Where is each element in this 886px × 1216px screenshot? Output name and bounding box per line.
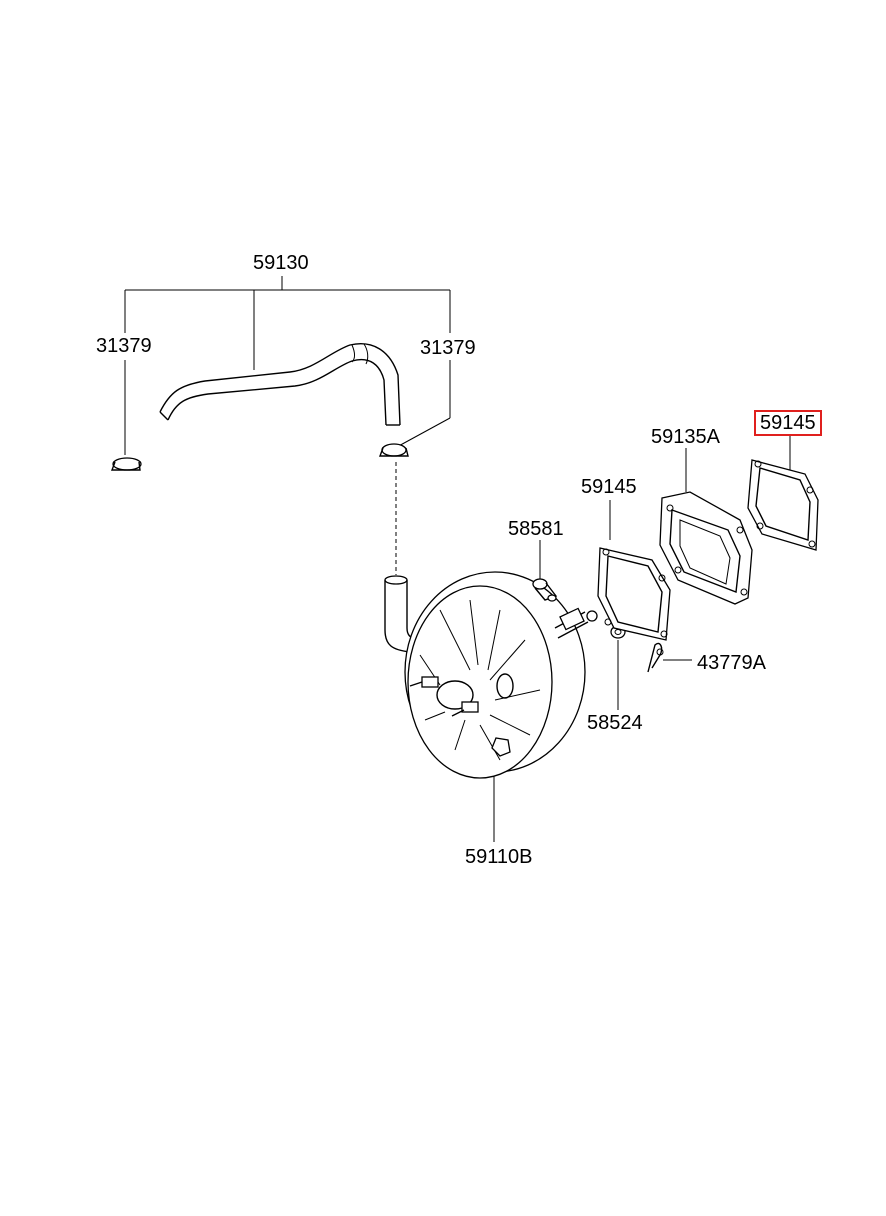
part-label-31379-left[interactable]: 31379: [96, 335, 152, 357]
part-label-59145-top-highlighted[interactable]: 59145: [754, 410, 822, 436]
part-label-58581[interactable]: 58581: [508, 518, 564, 540]
part-label-43779a[interactable]: 43779A: [697, 652, 766, 674]
snap-pin: [647, 642, 664, 673]
hose-clamp-left: [110, 457, 142, 471]
gasket-middle: [597, 547, 671, 641]
brake-booster: [404, 571, 598, 779]
leader-lines: [124, 276, 791, 842]
clevis-pin: [532, 578, 558, 602]
part-label-59130[interactable]: 59130: [253, 252, 309, 274]
part-label-58524[interactable]: 58524: [587, 712, 643, 734]
part-label-59135a[interactable]: 59135A: [651, 426, 720, 448]
hose-clamp-right: [378, 443, 409, 457]
part-label-31379-right[interactable]: 31379: [420, 337, 476, 359]
spacer: [659, 491, 753, 605]
part-label-59145-middle[interactable]: 59145: [581, 476, 637, 498]
part-label-59110b[interactable]: 59110B: [465, 846, 533, 868]
gasket-top: [747, 459, 819, 551]
vacuum-hose: [159, 343, 401, 426]
